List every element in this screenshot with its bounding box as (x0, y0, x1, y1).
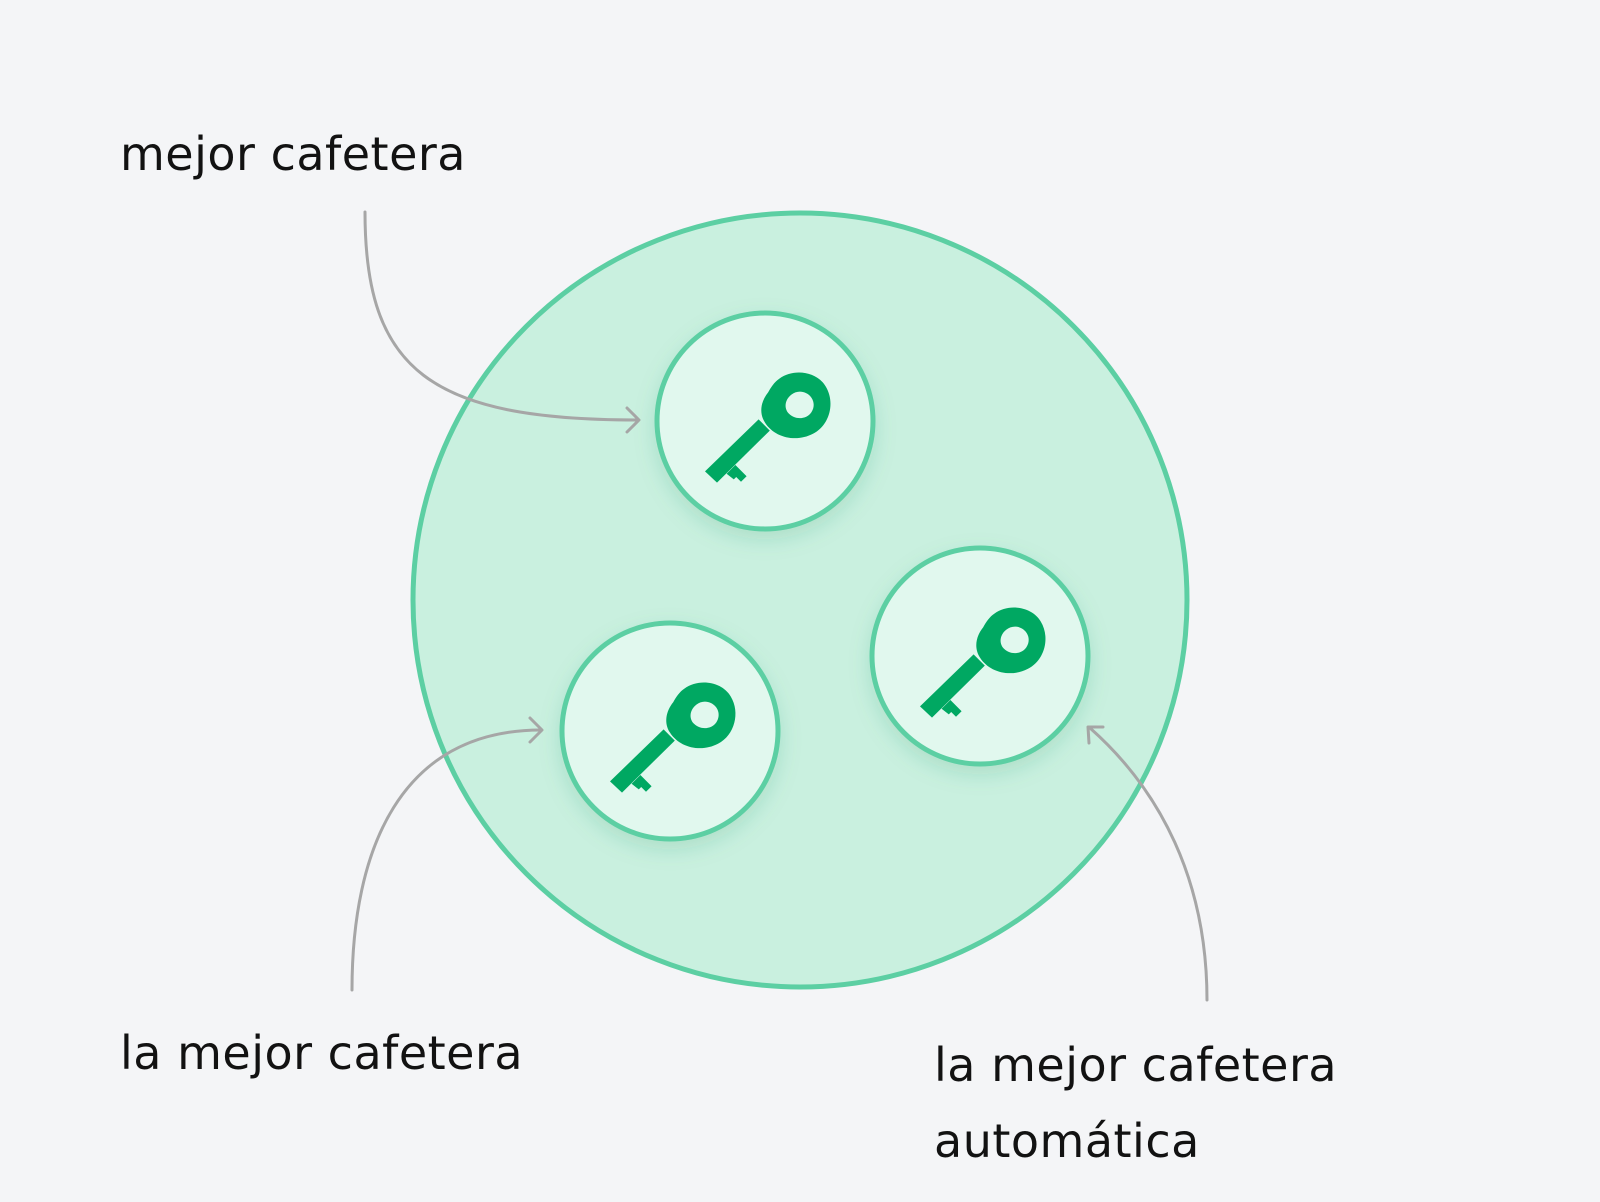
key-node-right (869, 545, 1091, 767)
key-node-bottom-left (559, 620, 781, 842)
key-node-top (654, 310, 876, 532)
arrow-icon (1088, 726, 1209, 1002)
keyword-label-top: mejor cafetera (120, 127, 466, 181)
arrow-icon (528, 716, 544, 744)
arrow-icon (363, 210, 640, 422)
keyword-label-line: automática (934, 1114, 1200, 1168)
keyword-label-bottom-left: la mejor cafetera (120, 1026, 524, 1080)
keyword-label-line: la mejor cafetera (934, 1038, 1338, 1092)
keyword-label-bottom-right: la mejor cafetera automática (934, 1027, 1337, 1179)
arrow-icon (350, 728, 543, 992)
arrow-icon (625, 406, 641, 434)
arrow-icon (1086, 725, 1105, 745)
